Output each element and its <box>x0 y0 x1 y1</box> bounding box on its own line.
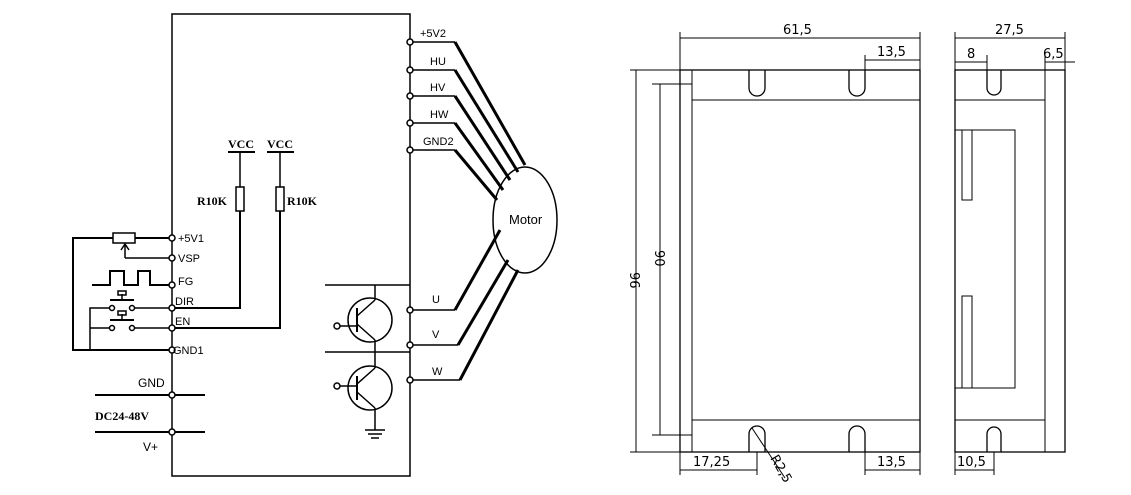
pin-label-u: U <box>432 294 440 306</box>
pin-label-fg: FG <box>178 276 193 288</box>
motor-label: Motor <box>509 212 543 227</box>
pin-label-gnd2: GND2 <box>423 136 454 148</box>
pin-label-dir: DIR <box>175 296 194 308</box>
pin-label-hu: HU <box>430 56 446 68</box>
mechanical-drawing <box>630 32 1075 479</box>
pin-label-hv: HV <box>430 82 446 94</box>
pin-label-5v2: +5V2 <box>420 28 446 40</box>
pin-label-hw: HW <box>430 109 449 121</box>
pin-label-w: W <box>432 366 443 378</box>
dim-front-top-slot: 13,5 <box>877 45 906 60</box>
pin-label-en: EN <box>175 316 190 328</box>
front-view-outline <box>679 69 921 453</box>
pin-label-v: V <box>432 329 440 341</box>
pin-label-gnd1: GND1 <box>173 345 204 357</box>
dim-bottom-right: 13,5 <box>877 455 906 470</box>
resistor-label-2: R10K <box>287 194 318 208</box>
pin-label-vsp: VSP <box>178 253 200 265</box>
vcc-label-2: VCC <box>267 137 293 151</box>
transistor-upper <box>347 297 393 343</box>
wiring-schematic <box>72 13 558 477</box>
dim-bottom-left: 17,25 <box>693 455 730 470</box>
dim-radius: R2,5 <box>767 453 795 486</box>
transistor-lower <box>347 365 393 411</box>
dim-height-outer: 96 <box>626 272 641 289</box>
dim-side-width: 27,5 <box>995 23 1024 38</box>
side-view-outline <box>954 69 1066 453</box>
dim-front-width: 61,5 <box>783 23 812 38</box>
pin-label-5v1: +5V1 <box>178 233 204 245</box>
resistor-label-1: R10K <box>197 194 228 208</box>
vcc-label-1: VCC <box>228 137 254 151</box>
motor-circle <box>492 166 558 274</box>
supply-label-vplus: V+ <box>143 440 158 454</box>
dim-side-right: 6,5 <box>1043 47 1064 62</box>
supply-label-dc: DC24-48V <box>95 409 149 423</box>
dim-side-left: 8 <box>967 47 975 62</box>
schematic-labels: +5V2 HU HV HW GND2 U V W +5V1 VSP FG DIR… <box>95 28 543 454</box>
supply-label-gnd: GND <box>138 376 165 390</box>
dim-height-inner: 90 <box>651 250 666 267</box>
driver-box <box>171 13 411 477</box>
dim-side-bottom: 10,5 <box>957 455 986 470</box>
